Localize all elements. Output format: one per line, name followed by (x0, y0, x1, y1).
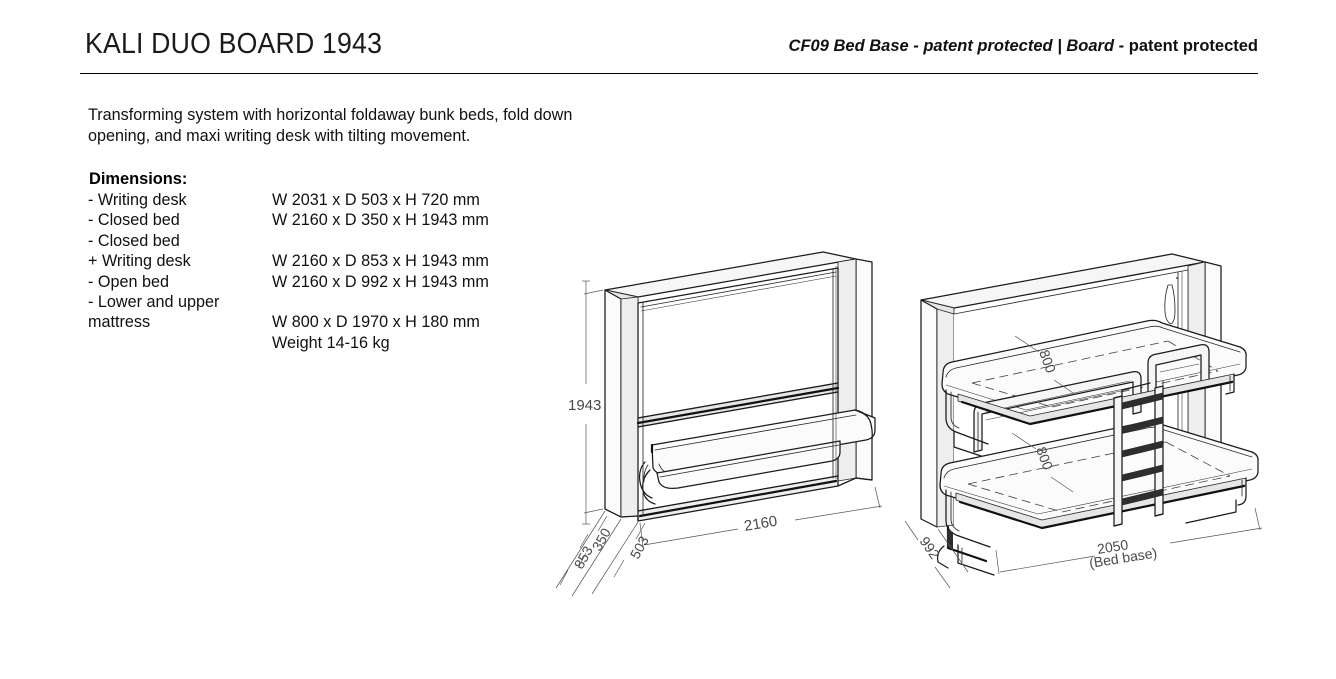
dimension-label: - Writing desk (88, 191, 187, 209)
dimension-row-mattress-line1: - Lower and upper (88, 292, 558, 312)
dimension-upper-mattress-800: 800 (1014, 335, 1077, 396)
dimension-value: W 2160 x D 350 x H 1943 mm (272, 211, 489, 230)
dimension-row-weight: Weight 14-16 kg (88, 333, 558, 353)
dimension-label: - Closed bed (88, 211, 180, 230)
dimensions-heading: Dimensions: (89, 170, 188, 188)
dimension-label: mattress (88, 313, 151, 332)
dimension-depth-350-label: 350 (589, 525, 614, 553)
dimension-row-open-bed: - Open bed W 2160 x D 992 x H 1943 mm (88, 272, 558, 292)
dimension-row-writing-desk: - Writing desk W 2031 x D 503 x H 720 mm (88, 190, 558, 210)
page-header: KALI DUO BOARD 1943 CF09 Bed Base - pate… (80, 28, 1258, 76)
dimension-row-closed-bed-desk-line2: + Writing desk W 2160 x D 853 x H 1943 m… (88, 251, 558, 271)
dimension-label: - Closed bed (88, 231, 180, 250)
dimension-label: - Lower and upper (88, 292, 220, 311)
dimension-width-2160: 2160 (639, 486, 883, 548)
dimension-value: W 2160 x D 853 x H 1943 mm (272, 252, 489, 271)
dimension-label: + Writing desk (88, 252, 191, 271)
dimension-row-closed-bed: - Closed bed W 2160 x D 350 x H 1943 mm (88, 210, 558, 230)
lower-bunk (937, 420, 1259, 576)
page-title: KALI DUO BOARD 1943 (85, 28, 383, 60)
dimension-height-1943: 1943 (568, 280, 601, 525)
description-line-2: opening, and maxi writing desk with tilt… (88, 127, 471, 145)
dimension-width-2050-label: 2050 (1096, 536, 1129, 557)
dimension-depth-853-label: 853 (571, 543, 596, 571)
dimension-value: W 2031 x D 503 x H 720 mm (272, 191, 480, 209)
ladder (1113, 380, 1164, 527)
dimension-row-closed-bed-desk-line1: - Closed bed (88, 231, 558, 251)
dimension-label: - Open bed (88, 272, 169, 291)
dimension-depth-group: 350 503 853 (555, 510, 652, 597)
dimension-width-label: 2160 (743, 513, 779, 535)
dimension-lower-800-label: 800 (1033, 445, 1056, 473)
dimension-depth-503-label: 503 (627, 533, 652, 561)
dimension-value: W 800 x D 1970 x H 180 mm (272, 313, 480, 332)
product-description: Transforming system with horizontal fold… (88, 105, 648, 147)
dimension-lower-mattress-800: 800 (1011, 432, 1074, 493)
dimension-value: Weight 14-16 kg (272, 333, 390, 352)
patent-notice-upright: - patent protected (1118, 37, 1258, 55)
dimension-upper-800-label: 800 (1036, 348, 1059, 376)
drawing-closed-bed-with-desk: 1943 2160 350 503 853 (555, 251, 883, 597)
dimension-depth-992: 992 (904, 520, 969, 589)
dimension-width-2050: 2050 (Bed base) (995, 507, 1263, 575)
dimension-row-mattress-line2: mattress W 800 x D 1970 x H 180 mm (88, 312, 558, 332)
dimension-depth-992-label: 992 (917, 534, 944, 562)
patent-notice-italic: CF09 Bed Base - patent protected | Board (788, 37, 1115, 55)
upper-bunk (941, 319, 1247, 460)
dimension-value: W 2160 x D 992 x H 1943 mm (272, 272, 489, 291)
drawing-open-bunk-beds: 800 800 992 2050 (Bed base) (904, 253, 1263, 589)
dimension-width-2050-note: (Bed base) (1088, 544, 1158, 571)
dimension-height-label: 1943 (568, 397, 601, 414)
description-line-1: Transforming system with horizontal fold… (88, 106, 573, 124)
dimensions-block: Dimensions: - Writing desk W 2031 x D 50… (88, 169, 558, 353)
patent-notice: CF09 Bed Base - patent protected | Board… (789, 37, 1258, 56)
title-divider (80, 73, 1258, 74)
